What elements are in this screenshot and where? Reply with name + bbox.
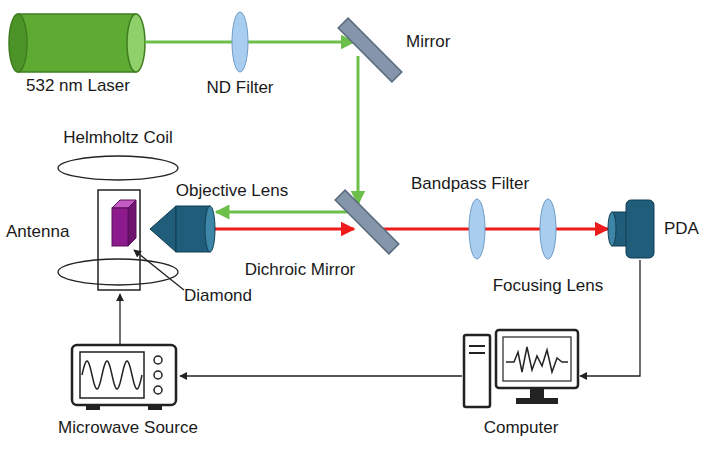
part-name: Microwave Source bbox=[58, 419, 198, 438]
antenna bbox=[98, 190, 140, 290]
part-name: Helmholtz Coil bbox=[63, 129, 173, 148]
mirror bbox=[338, 18, 402, 82]
diamond-sample bbox=[112, 200, 136, 246]
leader-line bbox=[134, 250, 184, 290]
part-name: 532 nm Laser bbox=[26, 77, 130, 96]
microwave-source-icon bbox=[72, 345, 176, 410]
part-name: Computer bbox=[484, 419, 559, 438]
part-name: Objective Lens bbox=[176, 182, 288, 201]
objective-lens bbox=[150, 206, 215, 252]
nd-filter bbox=[232, 12, 248, 72]
green-beam bbox=[145, 42, 358, 212]
part-name: ND Filter bbox=[206, 79, 273, 98]
part-name: Diamond bbox=[184, 287, 252, 306]
pda-detector bbox=[608, 200, 654, 258]
bandpass-filter bbox=[469, 199, 485, 259]
part-name: Focusing Lens bbox=[493, 277, 604, 296]
helmholtz-coil bbox=[58, 259, 178, 285]
part-name: Bandpass Filter bbox=[411, 175, 529, 194]
focusing-lens bbox=[540, 199, 556, 259]
part-name: PDA bbox=[664, 220, 699, 239]
part-name: Antenna bbox=[6, 223, 69, 242]
dichroic-mirror bbox=[335, 190, 399, 254]
part-name: Dichroic Mirror bbox=[245, 261, 356, 280]
computer-icon bbox=[464, 330, 578, 407]
helmholtz-coil bbox=[58, 156, 178, 180]
part-name: Mirror bbox=[406, 33, 450, 52]
laser bbox=[9, 14, 145, 72]
